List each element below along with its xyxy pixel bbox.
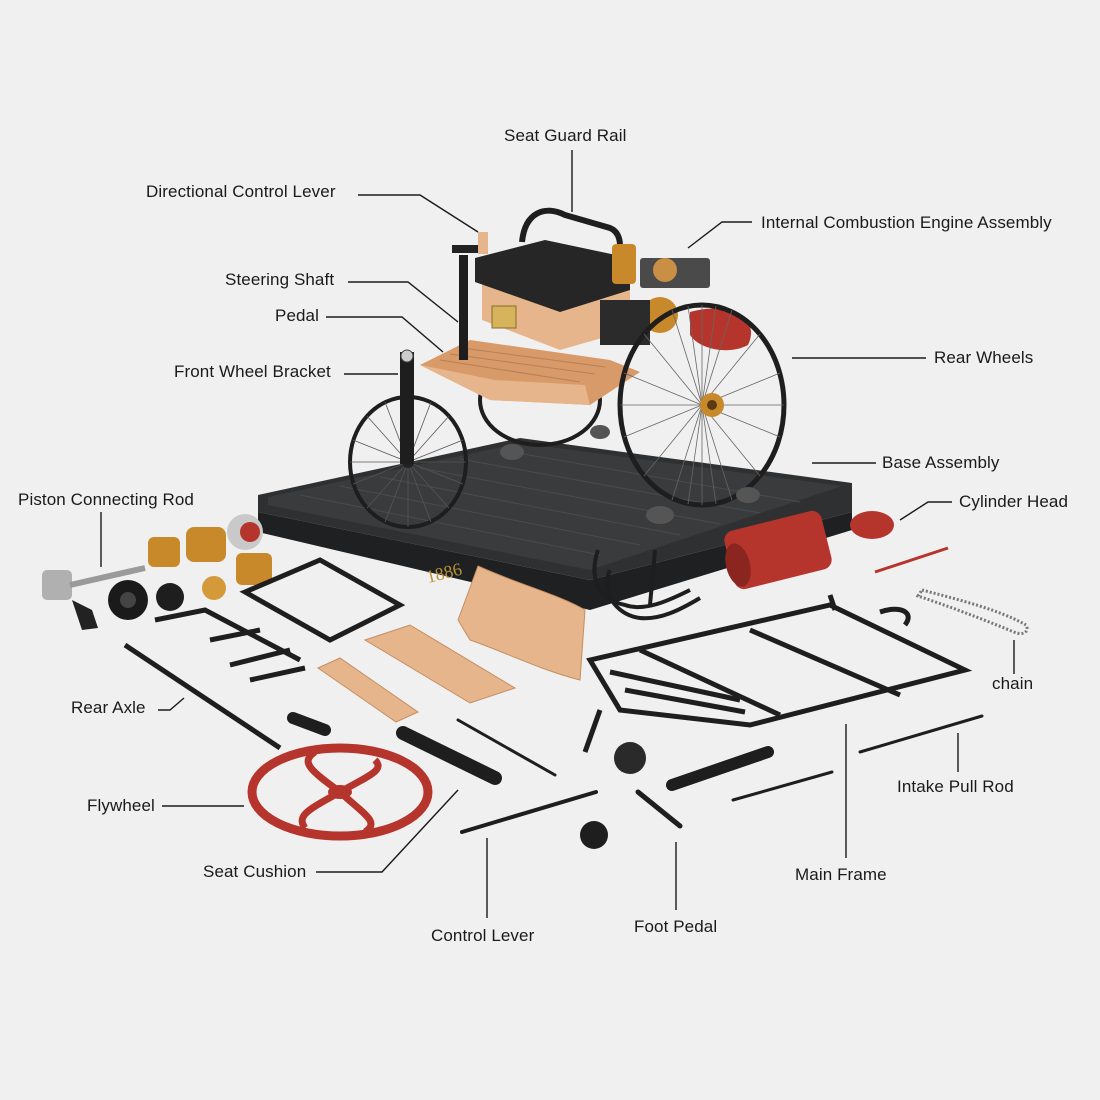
label-seat-guard-rail: Seat Guard Rail bbox=[504, 126, 627, 145]
label-base-assembly: Base Assembly bbox=[882, 453, 1000, 472]
label-front-wheel-bracket: Front Wheel Bracket bbox=[174, 362, 331, 381]
label-internal-combustion-engine-assembly: Internal Combustion Engine Assembly bbox=[761, 213, 1052, 232]
label-cylinder-head: Cylinder Head bbox=[959, 492, 1069, 511]
label-rear-axle: Rear Axle bbox=[71, 698, 146, 717]
label-chain: chain bbox=[992, 674, 1034, 693]
car-assembly bbox=[348, 207, 787, 529]
rods bbox=[287, 712, 984, 834]
label-foot-pedal: Foot Pedal bbox=[634, 917, 718, 936]
label-control-lever: Control Lever bbox=[431, 926, 535, 945]
label-piston-connecting-rod: Piston Connecting Rod bbox=[18, 490, 194, 509]
label-steering-shaft: Steering Shaft bbox=[225, 270, 335, 289]
wood-parts bbox=[316, 565, 586, 723]
label-seat-cushion: Seat Cushion bbox=[203, 862, 307, 881]
label-flywheel: Flywheel bbox=[87, 796, 155, 815]
label-directional-control-lever: Directional Control Lever bbox=[146, 182, 336, 201]
rear-wheel bbox=[617, 302, 787, 508]
leader-lines bbox=[100, 150, 1015, 918]
label-intake-pull-rod: Intake Pull Rod bbox=[897, 777, 1014, 796]
cylinder-parts bbox=[724, 510, 949, 590]
piston-parts bbox=[42, 514, 272, 630]
label-rear-wheels: Rear Wheels bbox=[934, 348, 1034, 367]
label-pedal: Pedal bbox=[275, 306, 319, 325]
engine-assembly bbox=[600, 244, 751, 351]
label-main-frame: Main Frame bbox=[795, 865, 887, 884]
small-frame-parts bbox=[123, 557, 406, 751]
flywheel-part bbox=[247, 743, 433, 841]
springs bbox=[592, 549, 702, 621]
main-frame-part bbox=[582, 594, 973, 753]
